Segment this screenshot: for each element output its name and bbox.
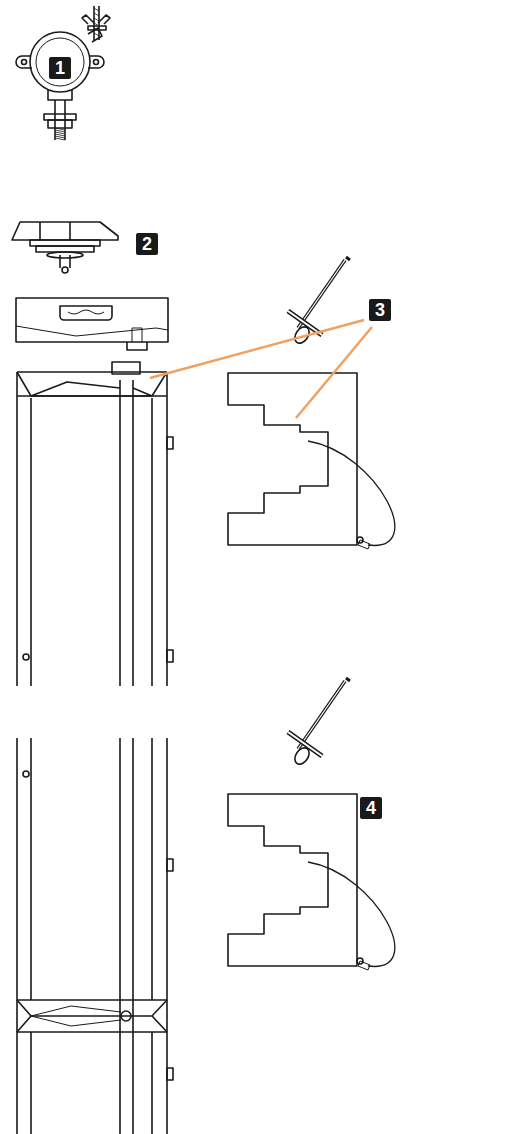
thread-stroke	[94, 8, 99, 11]
callout-number: 1	[49, 57, 71, 79]
callout-number: 4	[360, 797, 382, 819]
bracket-drawing	[228, 257, 395, 549]
thread-stroke	[94, 18, 99, 21]
callout-number: 2	[136, 233, 158, 255]
thread-stroke	[55, 132, 65, 134]
thread-stroke	[55, 134, 65, 136]
thread-stroke	[94, 33, 99, 36]
knob-drawing	[12, 222, 118, 273]
thread-stroke	[94, 13, 99, 16]
top-block-drawing	[16, 298, 168, 350]
thread-stroke	[55, 138, 65, 140]
clamp-drawing	[16, 6, 110, 140]
thread-stroke	[55, 128, 65, 130]
column-lower-drawing	[17, 738, 173, 1134]
column-upper-drawing	[17, 362, 173, 686]
thread-stroke	[94, 28, 99, 31]
thread-stroke	[94, 23, 99, 26]
leader-lines	[150, 320, 372, 418]
thread-stroke	[55, 130, 65, 132]
callout-number: 3	[369, 299, 391, 321]
bracket-drawing	[228, 678, 395, 970]
thread-stroke	[55, 136, 65, 138]
